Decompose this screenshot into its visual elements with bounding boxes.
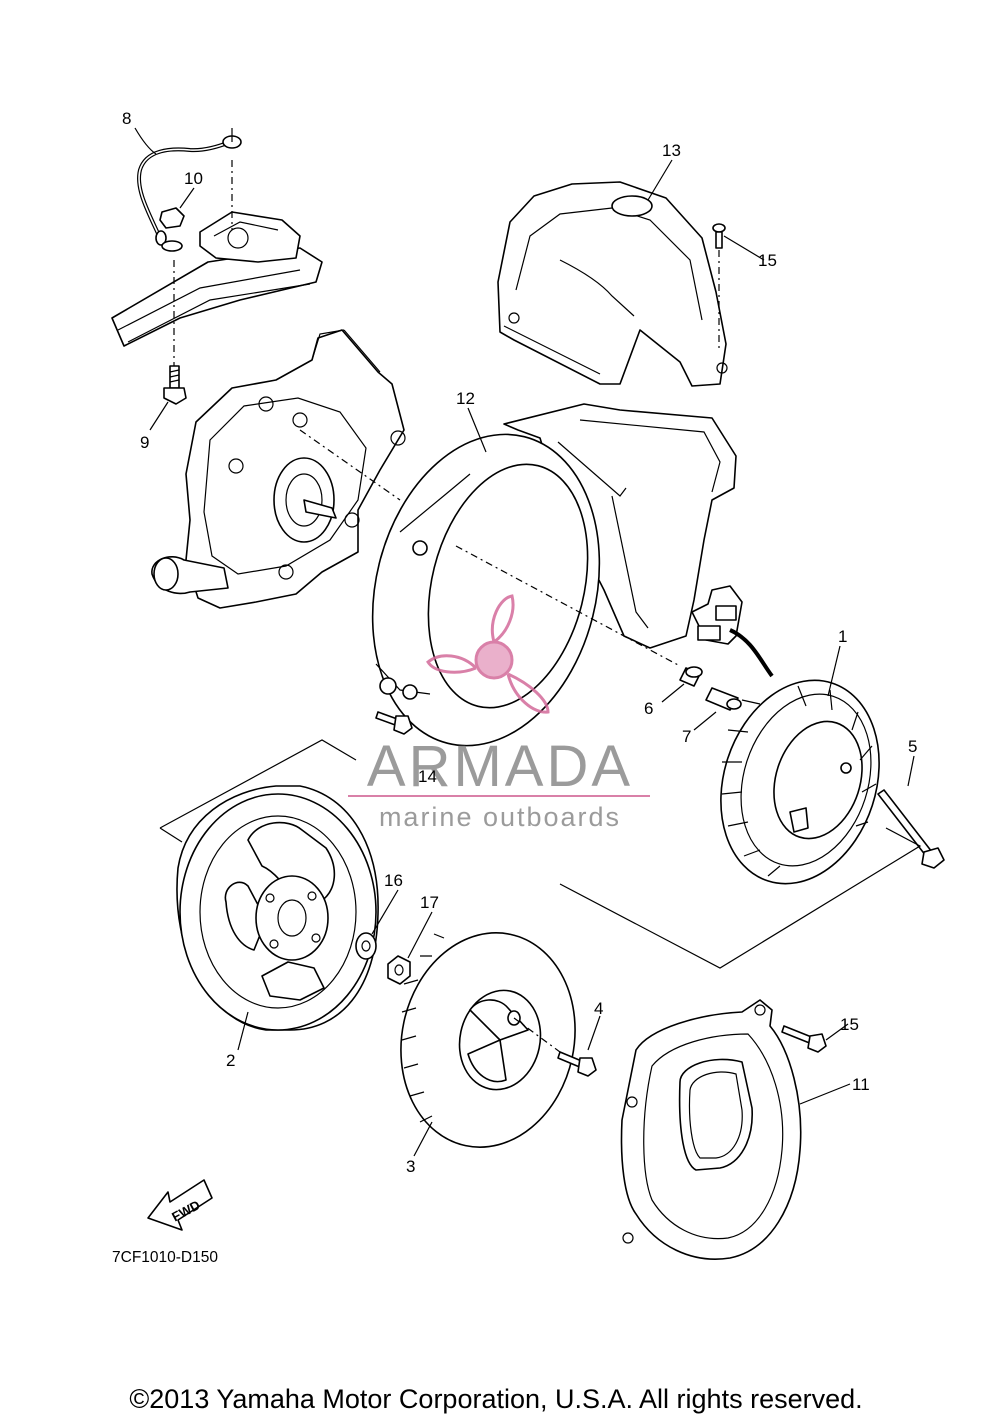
callout-17: 16 xyxy=(384,871,403,890)
callout-12: 12 xyxy=(456,389,475,408)
mounting-bracket xyxy=(111,211,323,347)
callout-16: 17 xyxy=(420,893,439,912)
nut-10 xyxy=(159,207,185,252)
fwd-arrow-icon: FWD xyxy=(147,1179,213,1231)
fan-3 xyxy=(400,932,576,1148)
ground-lead xyxy=(137,135,242,246)
fan-cover-11 xyxy=(620,999,802,1260)
axis-engine-crank xyxy=(299,429,401,501)
propeller-logo-icon xyxy=(426,594,550,714)
rotor-2 xyxy=(176,785,379,1031)
flywheel-housing-12 xyxy=(371,403,737,747)
bolt-5 xyxy=(877,789,945,869)
callout-6: 6 xyxy=(644,699,653,718)
callout-4: 4 xyxy=(594,999,603,1018)
callout-8: 8 xyxy=(122,109,131,128)
axis-fan-bolt xyxy=(513,1017,561,1053)
watermark: ARMADA marine outboards xyxy=(348,594,650,832)
callout-7: 7 xyxy=(682,727,691,746)
callout-15-top: 15 xyxy=(758,251,777,270)
callout-2: 2 xyxy=(226,1051,235,1070)
screw-15-bottom xyxy=(781,1025,827,1053)
bolt-14 xyxy=(375,711,413,735)
diagram-code: 7CF1010-D150 xyxy=(112,1249,218,1266)
engine-block xyxy=(151,329,406,609)
callout-15-bottom: 15 xyxy=(840,1015,859,1034)
callout-labels: 8 10 9 13 15 12 1 5 6 7 14 16 17 4 15 11… xyxy=(122,109,917,1176)
callout-13: 13 xyxy=(662,141,681,160)
watermark-brand: ARMADA xyxy=(367,734,633,799)
collar-6 xyxy=(679,666,703,687)
watermark-tagline: marine outboards xyxy=(379,802,621,832)
copyright-footer: ©2013 Yamaha Motor Corporation, U.S.A. A… xyxy=(129,1384,862,1414)
leader-lines xyxy=(134,127,915,1157)
flywheel-cover-13 xyxy=(497,181,728,387)
washer-17 xyxy=(355,932,377,960)
bolt-9 xyxy=(163,365,187,405)
callout-9: 9 xyxy=(140,433,149,452)
callout-14: 14 xyxy=(418,767,437,786)
stator-assy-1 xyxy=(691,585,880,885)
callout-10: 10 xyxy=(184,169,203,188)
collar-7 xyxy=(705,687,742,711)
nut-16 xyxy=(387,955,411,985)
assembly-frame xyxy=(159,739,922,969)
bolt-4 xyxy=(557,1051,597,1077)
callout-1: 1 xyxy=(838,627,847,646)
screw-15-top xyxy=(712,223,726,249)
callout-5: 5 xyxy=(908,737,917,756)
callout-11: 11 xyxy=(852,1075,870,1094)
callout-3: 3 xyxy=(406,1157,415,1176)
